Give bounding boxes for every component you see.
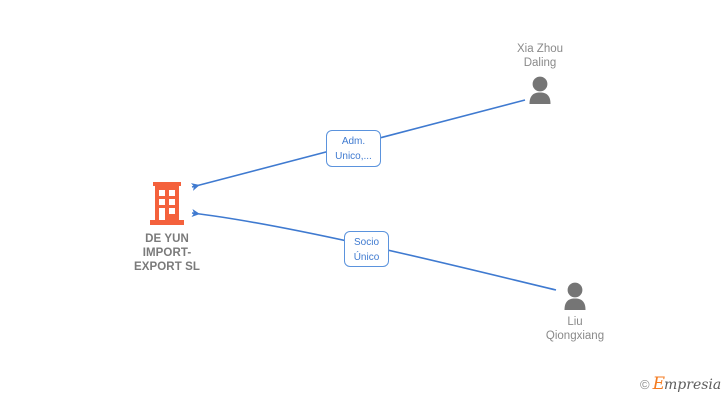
company-name-line-2: IMPORT- [142, 247, 192, 259]
company-name-label: DE YUN IMPORT- EXPORT SL [108, 232, 226, 274]
relation-label-line-1: Adm. [341, 136, 366, 147]
person-name-line-1: Xia Zhou [516, 43, 564, 55]
person-name-label: Xia Zhou Daling [475, 42, 605, 70]
person-node-liu-qiongxiang[interactable]: Liu Qiongxiang [510, 282, 640, 343]
copyright-icon: © [640, 377, 650, 392]
person-avatar-icon [564, 282, 586, 310]
person-node-xia-zhou-daling[interactable]: Xia Zhou Daling [475, 42, 605, 104]
relation-label-socio-unico[interactable]: Socio Único [344, 231, 389, 267]
watermark: © E mpresia [640, 376, 721, 393]
brand-name: mpresia [664, 376, 722, 393]
person-name-line-2: Daling [523, 57, 557, 69]
building-icon [150, 182, 184, 225]
relation-label-line-1: Socio [353, 237, 379, 248]
company-name-line-3: EXPORT SL [133, 261, 201, 273]
brand-initial: E [652, 374, 666, 394]
person-name-label: Liu Qiongxiang [510, 315, 640, 343]
person-avatar-icon [529, 76, 551, 104]
relation-label-adm-unico[interactable]: Adm. Unico,... [326, 130, 381, 167]
company-name-line-1: DE YUN [145, 233, 189, 245]
person-name-line-2: Qiongxiang [545, 330, 605, 342]
person-name-line-1: Liu [567, 316, 583, 328]
relation-label-line-2: Único [353, 252, 380, 263]
relation-label-line-2: Unico,... [335, 151, 372, 162]
company-node[interactable]: DE YUN IMPORT- EXPORT SL [108, 182, 226, 274]
